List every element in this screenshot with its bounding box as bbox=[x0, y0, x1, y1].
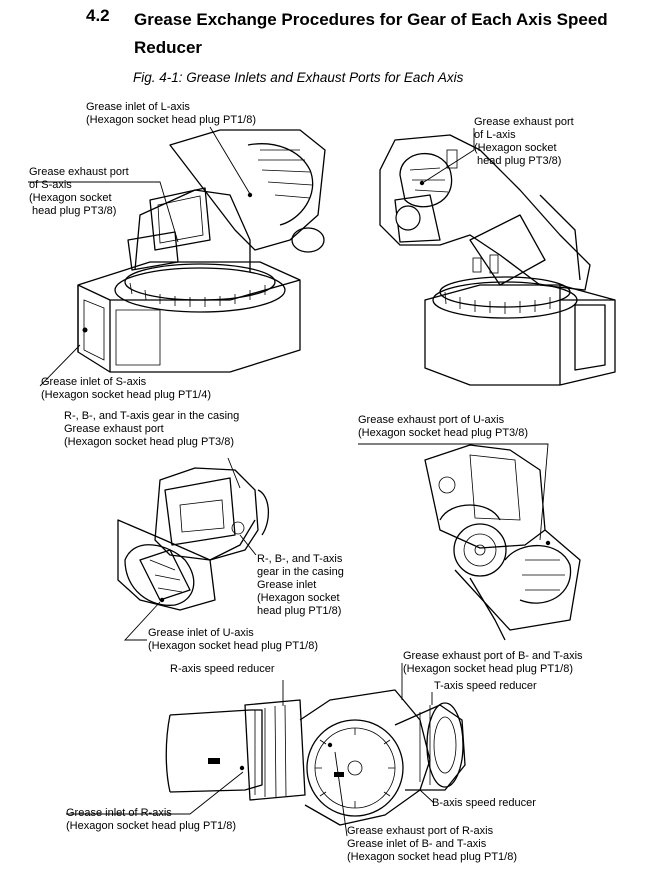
label-u-axis-exhaust: Grease exhaust port of U-axis (Hexagon s… bbox=[358, 414, 528, 440]
label-line: of S-axis bbox=[29, 179, 72, 191]
label-line: gear in the casing bbox=[257, 566, 344, 578]
label-line: Grease inlet of R-axis bbox=[66, 807, 172, 819]
robot-base-right-drawing bbox=[379, 134, 616, 386]
label-line: Grease inlet of U-axis bbox=[148, 627, 254, 639]
wrist-assembly-drawing bbox=[165, 689, 466, 826]
label-line: Grease exhaust port of U-axis bbox=[358, 414, 505, 426]
label-line: (Hexagon socket head plug PT1/8) bbox=[347, 851, 517, 863]
label-line: T-axis speed reducer bbox=[434, 680, 537, 692]
label-rbt-casing-inlet: R-, B-, and T-axis gear in the casing Gr… bbox=[257, 553, 344, 618]
label-line: Grease inlet of S-axis bbox=[41, 376, 147, 388]
label-l-axis-exhaust: Grease exhaust port of L-axis (Hexagon s… bbox=[474, 116, 574, 168]
label-s-axis-exhaust: Grease exhaust port of S-axis (Hexagon s… bbox=[29, 166, 129, 218]
label-r-axis-exhaust-bt-inlet: Grease exhaust port of R-axis Grease inl… bbox=[347, 825, 517, 864]
label-line: (Hexagon socket head plug PT1/8) bbox=[148, 640, 318, 652]
figure-caption: Fig. 4-1: Grease Inlets and Exhaust Port… bbox=[133, 70, 464, 85]
label-line: Grease exhaust port of R-axis bbox=[347, 825, 494, 837]
label-line: Grease inlet of B- and T-axis bbox=[347, 838, 487, 850]
label-line: Grease inlet of L-axis bbox=[86, 101, 190, 113]
label-u-axis-inlet: Grease inlet of U-axis (Hexagon socket h… bbox=[148, 627, 318, 653]
label-line: Grease exhaust port bbox=[64, 423, 164, 435]
label-line: R-, B-, and T-axis bbox=[257, 553, 343, 565]
label-line: (Hexagon socket head plug PT1/8) bbox=[86, 114, 256, 126]
label-line: (Hexagon socket head plug PT1/8) bbox=[403, 663, 573, 675]
label-line: Grease exhaust port bbox=[474, 116, 574, 128]
label-line: R-, B-, and T-axis gear in the casing bbox=[64, 410, 240, 422]
label-line: B-axis speed reducer bbox=[432, 797, 536, 809]
robot-base-left-drawing bbox=[77, 129, 326, 373]
label-line: (Hexagon socket bbox=[29, 192, 112, 204]
label-b-axis-reducer: B-axis speed reducer bbox=[432, 797, 536, 810]
label-line: head plug PT3/8) bbox=[474, 155, 562, 167]
label-line: (Hexagon socket head plug PT3/8) bbox=[64, 436, 234, 448]
label-t-axis-reducer: T-axis speed reducer bbox=[434, 680, 537, 693]
section-title: Grease Exchange Procedures for Gear of E… bbox=[134, 10, 608, 57]
label-line: (Hexagon socket bbox=[257, 592, 340, 604]
label-r-axis-reducer: R-axis speed reducer bbox=[170, 663, 275, 676]
label-line: of L-axis bbox=[474, 129, 516, 141]
u-axis-arm-right-drawing bbox=[424, 444, 581, 641]
label-line: (Hexagon socket head plug PT3/8) bbox=[358, 427, 528, 439]
label-line: Grease exhaust port of B- and T-axis bbox=[403, 650, 583, 662]
leader-lines bbox=[28, 126, 549, 837]
label-line: Grease exhaust port bbox=[29, 166, 129, 178]
label-s-axis-inlet: Grease inlet of S-axis (Hexagon socket h… bbox=[41, 376, 211, 402]
label-bt-axis-exhaust: Grease exhaust port of B- and T-axis (He… bbox=[403, 650, 583, 676]
label-line: (Hexagon socket bbox=[474, 142, 557, 154]
label-r-axis-inlet: Grease inlet of R-axis (Hexagon socket h… bbox=[66, 807, 236, 833]
label-rbt-casing-exhaust: R-, B-, and T-axis gear in the casing Gr… bbox=[64, 410, 239, 449]
u-axis-arm-left-drawing bbox=[117, 467, 269, 611]
label-line: (Hexagon socket head plug PT1/4) bbox=[41, 389, 211, 401]
label-line: (Hexagon socket head plug PT1/8) bbox=[66, 820, 236, 832]
label-l-axis-inlet: Grease inlet of L-axis (Hexagon socket h… bbox=[86, 101, 256, 127]
label-line: R-axis speed reducer bbox=[170, 663, 275, 675]
section-number: 4.2 bbox=[86, 6, 110, 25]
label-line: head plug PT1/8) bbox=[257, 605, 342, 617]
label-line: Grease inlet bbox=[257, 579, 317, 591]
label-line: head plug PT3/8) bbox=[29, 205, 117, 217]
